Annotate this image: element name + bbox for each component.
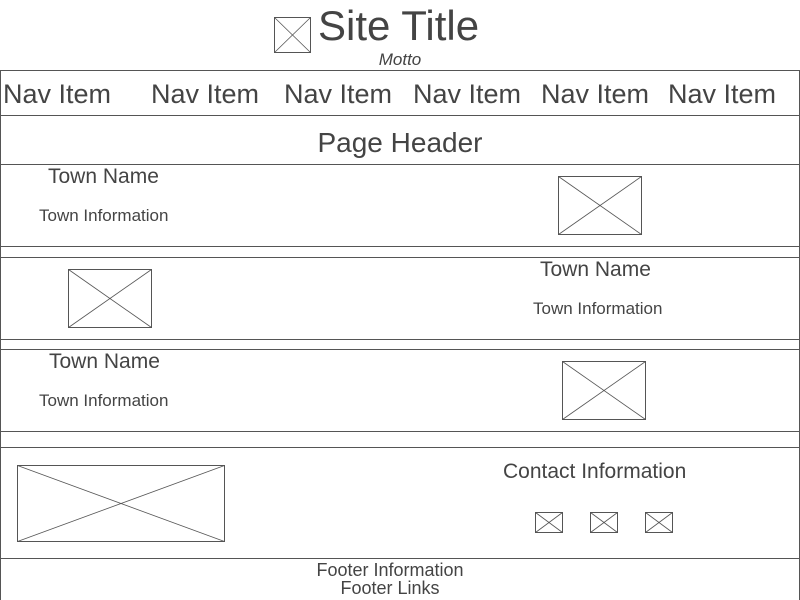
nav-item-6[interactable]: Nav Item	[668, 79, 777, 109]
town-image-placeholder-icon	[68, 269, 152, 328]
social-link-2-icon[interactable]	[590, 512, 618, 533]
town-row-2	[0, 257, 800, 340]
site-title: Site Title	[318, 2, 480, 49]
site-motto: Motto	[378, 50, 422, 69]
town-information: Town Information	[533, 299, 663, 318]
row-spacer	[0, 431, 800, 448]
town-image-placeholder-icon	[562, 361, 646, 420]
town-information: Town Information	[39, 206, 169, 225]
footer	[0, 558, 800, 600]
town-image-placeholder-icon	[558, 176, 642, 235]
nav-item-4[interactable]: Nav Item	[413, 79, 522, 109]
town-row-1	[0, 164, 800, 247]
town-information: Town Information	[39, 391, 169, 410]
contact-title: Contact Information	[503, 460, 687, 483]
nav-item-5[interactable]: Nav Item	[541, 79, 650, 109]
nav-item-3[interactable]: Nav Item	[284, 79, 393, 109]
social-link-1-icon[interactable]	[535, 512, 563, 533]
footer-links[interactable]: Footer Links	[340, 578, 440, 598]
footer-information: Footer Information	[316, 560, 464, 580]
page-header: Page Header	[317, 127, 483, 158]
nav-item-2[interactable]: Nav Item	[151, 79, 260, 109]
social-link-3-icon[interactable]	[645, 512, 673, 533]
map-image-placeholder-icon	[17, 465, 225, 542]
town-name: Town Name	[540, 258, 651, 281]
nav-item-1[interactable]: Nav Item	[3, 79, 112, 109]
town-name: Town Name	[49, 350, 160, 373]
logo-image-placeholder-icon	[274, 17, 311, 53]
nav-bar	[0, 70, 800, 116]
town-name: Town Name	[48, 165, 159, 188]
town-row-3	[0, 349, 800, 432]
